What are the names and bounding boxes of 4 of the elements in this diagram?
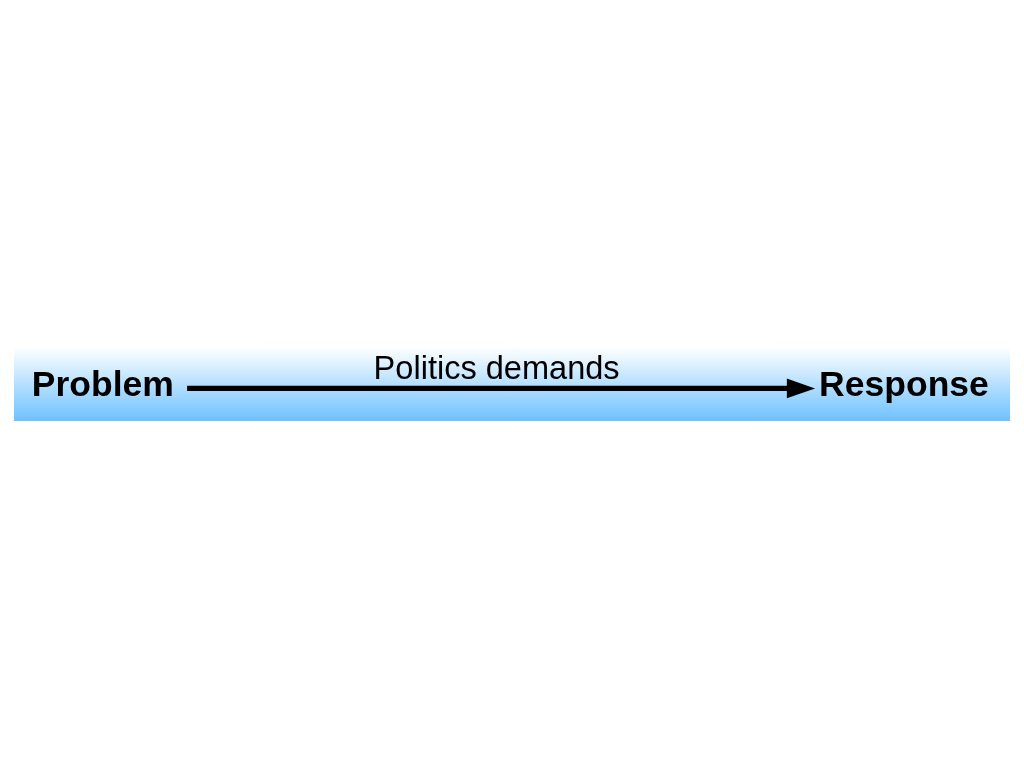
- arrow: [187, 378, 816, 399]
- node-text: Response: [819, 364, 989, 405]
- edge-label: Politics demands: [373, 349, 620, 386]
- node-text: Problem: [31, 364, 174, 405]
